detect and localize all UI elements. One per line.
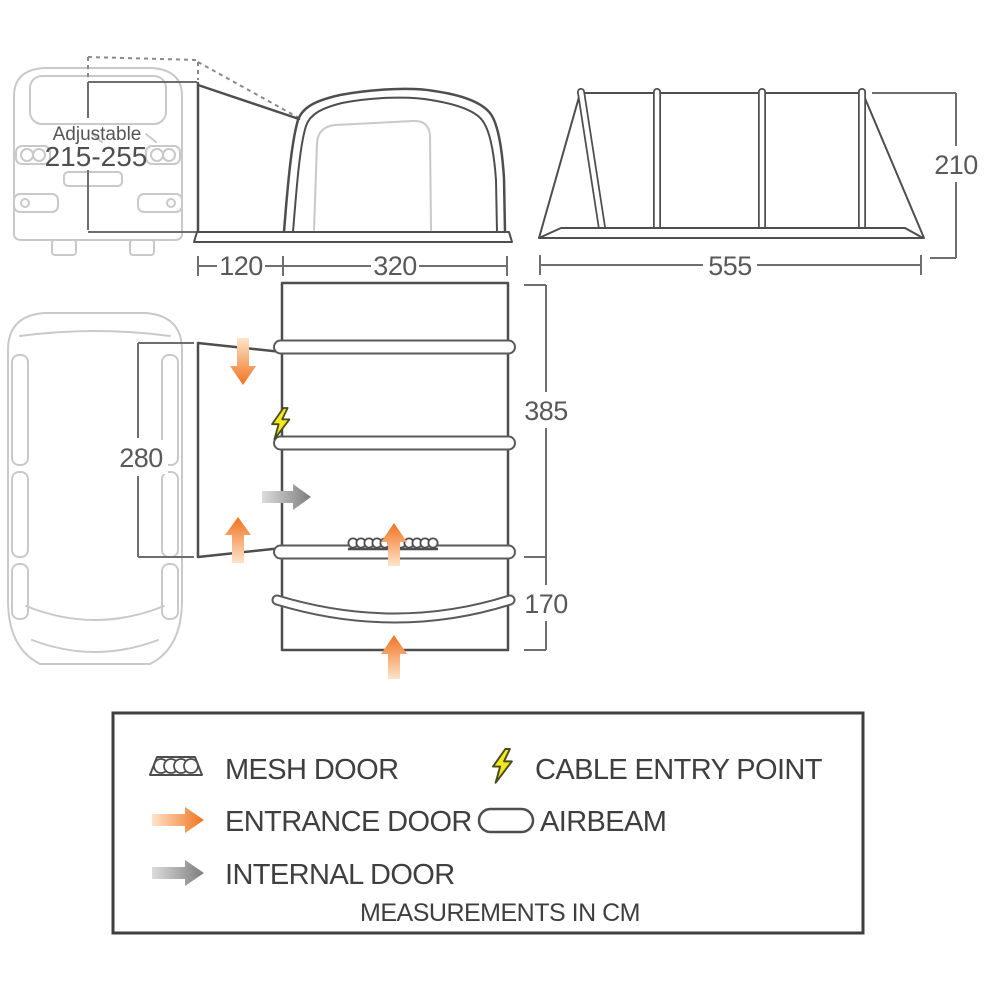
dim-120-label-bg: [217, 250, 265, 282]
side-view: 555 210: [538, 88, 984, 282]
airbeam-pills-plan: [273, 339, 516, 560]
front-width-dimensions: 120 320: [197, 250, 508, 282]
dim-120-label: 120: [219, 251, 263, 281]
adjustable-height-dimension: Adjustable 215-255: [45, 56, 198, 233]
entrance-door-icon: [152, 807, 204, 833]
dim-385-label: 385: [524, 396, 568, 426]
entrance-door-arrow-tunnel-bottom: [225, 517, 251, 563]
side-height-dimension: 210: [872, 92, 984, 259]
cable-entry-bolt-icon: [271, 407, 291, 441]
dim-210-label: 210: [934, 150, 978, 180]
side-length-dimension: 555: [539, 250, 922, 282]
dim-320-label-bg: [371, 250, 419, 282]
airbeam-icon: [477, 807, 535, 834]
awning-floor-outline: [280, 281, 510, 652]
front-door-outline: [313, 119, 432, 231]
entrance-door-arrow-tunnel-top: [230, 338, 256, 385]
dim-280-label-bg: [112, 440, 168, 474]
legend-internal-door-label: INTERNAL DOOR: [225, 859, 455, 891]
internal-door-icon: [152, 860, 204, 886]
mesh-door-icon: [149, 756, 203, 776]
adjustable-label: Adjustable: [53, 124, 142, 145]
legend-footnote: MEASUREMENTS IN CM: [360, 899, 640, 927]
dim-385-line: [524, 284, 547, 558]
dim-280-line: [137, 342, 194, 558]
tunnel-roof-line: [196, 83, 301, 121]
dim-210-label-bg: [928, 146, 984, 182]
max-height-dashed-line: [87, 56, 198, 61]
adjustable-range-value: 215-255: [45, 141, 148, 172]
awning-inner-arch: [292, 96, 498, 233]
front-guy-line: [538, 89, 582, 239]
legend-mesh-door-label: MESH DOOR: [225, 754, 398, 786]
dim-170-label: 170: [524, 589, 568, 619]
legend-cable-entry-label: CABLE ENTRY POINT: [535, 754, 823, 786]
dim-385-label-bg: [519, 392, 573, 428]
airbeam-poles: [577, 88, 866, 232]
porch-depth-dimension: 170: [519, 557, 573, 651]
rear-slope-line: [863, 95, 925, 239]
entrance-door-arrow-mesh: [381, 523, 407, 566]
legend-box: [111, 711, 865, 935]
entrance-door-arrow-front: [381, 635, 407, 679]
legend-airbeam-label: AIRBEAM: [540, 806, 666, 838]
dim-170-label-bg: [519, 585, 573, 621]
legend: MESH DOOR CABLE ENTRY POINT ENTRANCE DOO…: [111, 711, 865, 935]
legend-entrance-door-label: ENTRANCE DOOR: [225, 806, 472, 838]
van-rear-outline: [13, 67, 183, 256]
van-opening-dimension: 280: [112, 342, 194, 558]
awning-outer-arch: [282, 87, 507, 234]
front-ground-band: [193, 231, 513, 243]
curved-front-airbeam: [271, 594, 516, 624]
dim-555-label: 555: [708, 251, 752, 281]
side-ground-band: [538, 227, 924, 239]
plan-view: 280: [7, 281, 573, 679]
dim-280-label: 280: [119, 443, 163, 473]
dim-170-line: [524, 557, 547, 651]
van-top-outline: [7, 312, 183, 665]
dim-555-label-bg: [703, 250, 757, 282]
tunnel-max-dashed-line: [197, 61, 300, 119]
rear-view: Adjustable 215-255: [13, 56, 198, 256]
internal-door-arrow: [262, 484, 311, 510]
main-depth-dimension: 385: [519, 284, 573, 558]
front-view: 120 320: [193, 61, 513, 282]
dim-320-label: 320: [373, 251, 417, 281]
